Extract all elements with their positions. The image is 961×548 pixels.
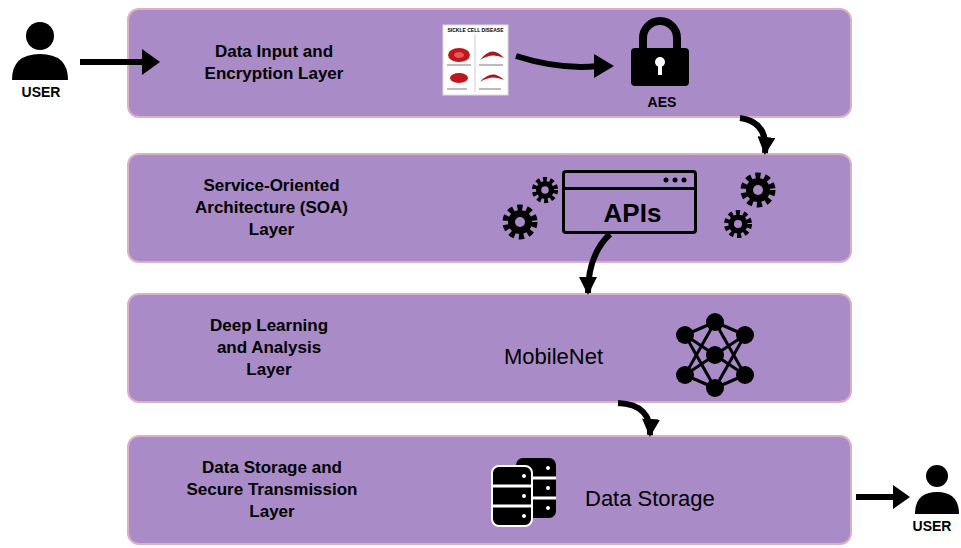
api-label: APIs	[565, 197, 700, 231]
layer-title: Deep Learning and Analysis Layer	[194, 315, 344, 381]
user-label: USER	[905, 518, 959, 535]
flow-connector	[740, 118, 765, 153]
user-icon	[12, 22, 68, 80]
api-window: APIs	[562, 170, 697, 234]
sickle-cell-image	[443, 25, 508, 95]
image-caption: SICKLE CELL DISEASE	[445, 27, 506, 33]
layer-band: Deep Learning and Analysis Layer MobileNe…	[127, 293, 852, 403]
user-label: USER	[12, 84, 70, 101]
storage-label: Data Storage	[585, 485, 745, 514]
model-label: MobileNet	[504, 343, 654, 372]
user-icon	[915, 465, 959, 514]
layer-band: Data Storage and Secure Transmission Lay…	[127, 435, 852, 545]
layer-title: Data Storage and Secure Transmission Lay…	[177, 457, 367, 523]
layer-title: Data Input and Encryption Layer	[184, 41, 364, 85]
layer-band: Service-Oriented Architecture (SOA) Laye…	[127, 153, 852, 263]
user-arrow	[856, 485, 910, 509]
flow-connector	[618, 403, 650, 435]
layer-title: Service-Oriented Architecture (SOA) Laye…	[184, 175, 359, 241]
database-icon	[492, 458, 556, 526]
cipher-label: AES	[632, 93, 692, 111]
